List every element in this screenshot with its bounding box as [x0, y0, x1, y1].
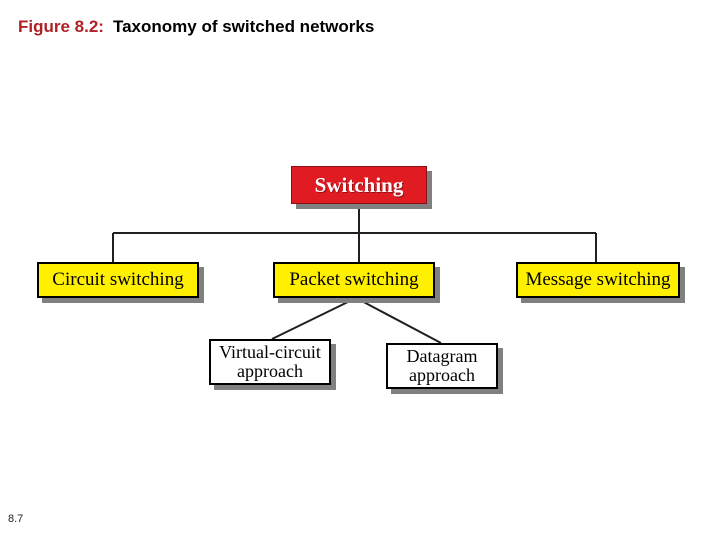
- figure-label: Figure 8.2:: [18, 17, 104, 36]
- node-datagram-approach[interactable]: Datagram approach: [386, 343, 498, 389]
- node-packet-switching-label: Packet switching: [289, 269, 419, 291]
- node-switching-label: Switching: [314, 172, 404, 197]
- edge-packet-datagram: [357, 298, 442, 344]
- node-switching[interactable]: Switching: [291, 166, 427, 204]
- node-message-switching-label: Message switching: [525, 269, 671, 291]
- node-datagram-approach-label: Datagram approach: [406, 346, 478, 385]
- node-circuit-switching[interactable]: Circuit switching: [37, 262, 199, 298]
- node-message-switching[interactable]: Message switching: [516, 262, 680, 298]
- node-virtual-circuit-approach-label: Virtual-circuit approach: [219, 342, 321, 381]
- node-virtual-circuit-approach[interactable]: Virtual-circuit approach: [209, 339, 331, 385]
- edge-packet-virtualcircuit: [271, 298, 355, 340]
- page-title: Figure 8.2: Taxonomy of switched networks: [18, 17, 374, 37]
- node-circuit-switching-label: Circuit switching: [52, 269, 184, 291]
- slide-page-number: 8.7: [8, 513, 24, 525]
- node-packet-switching[interactable]: Packet switching: [273, 262, 435, 298]
- figure-caption: Taxonomy of switched networks: [112, 17, 375, 36]
